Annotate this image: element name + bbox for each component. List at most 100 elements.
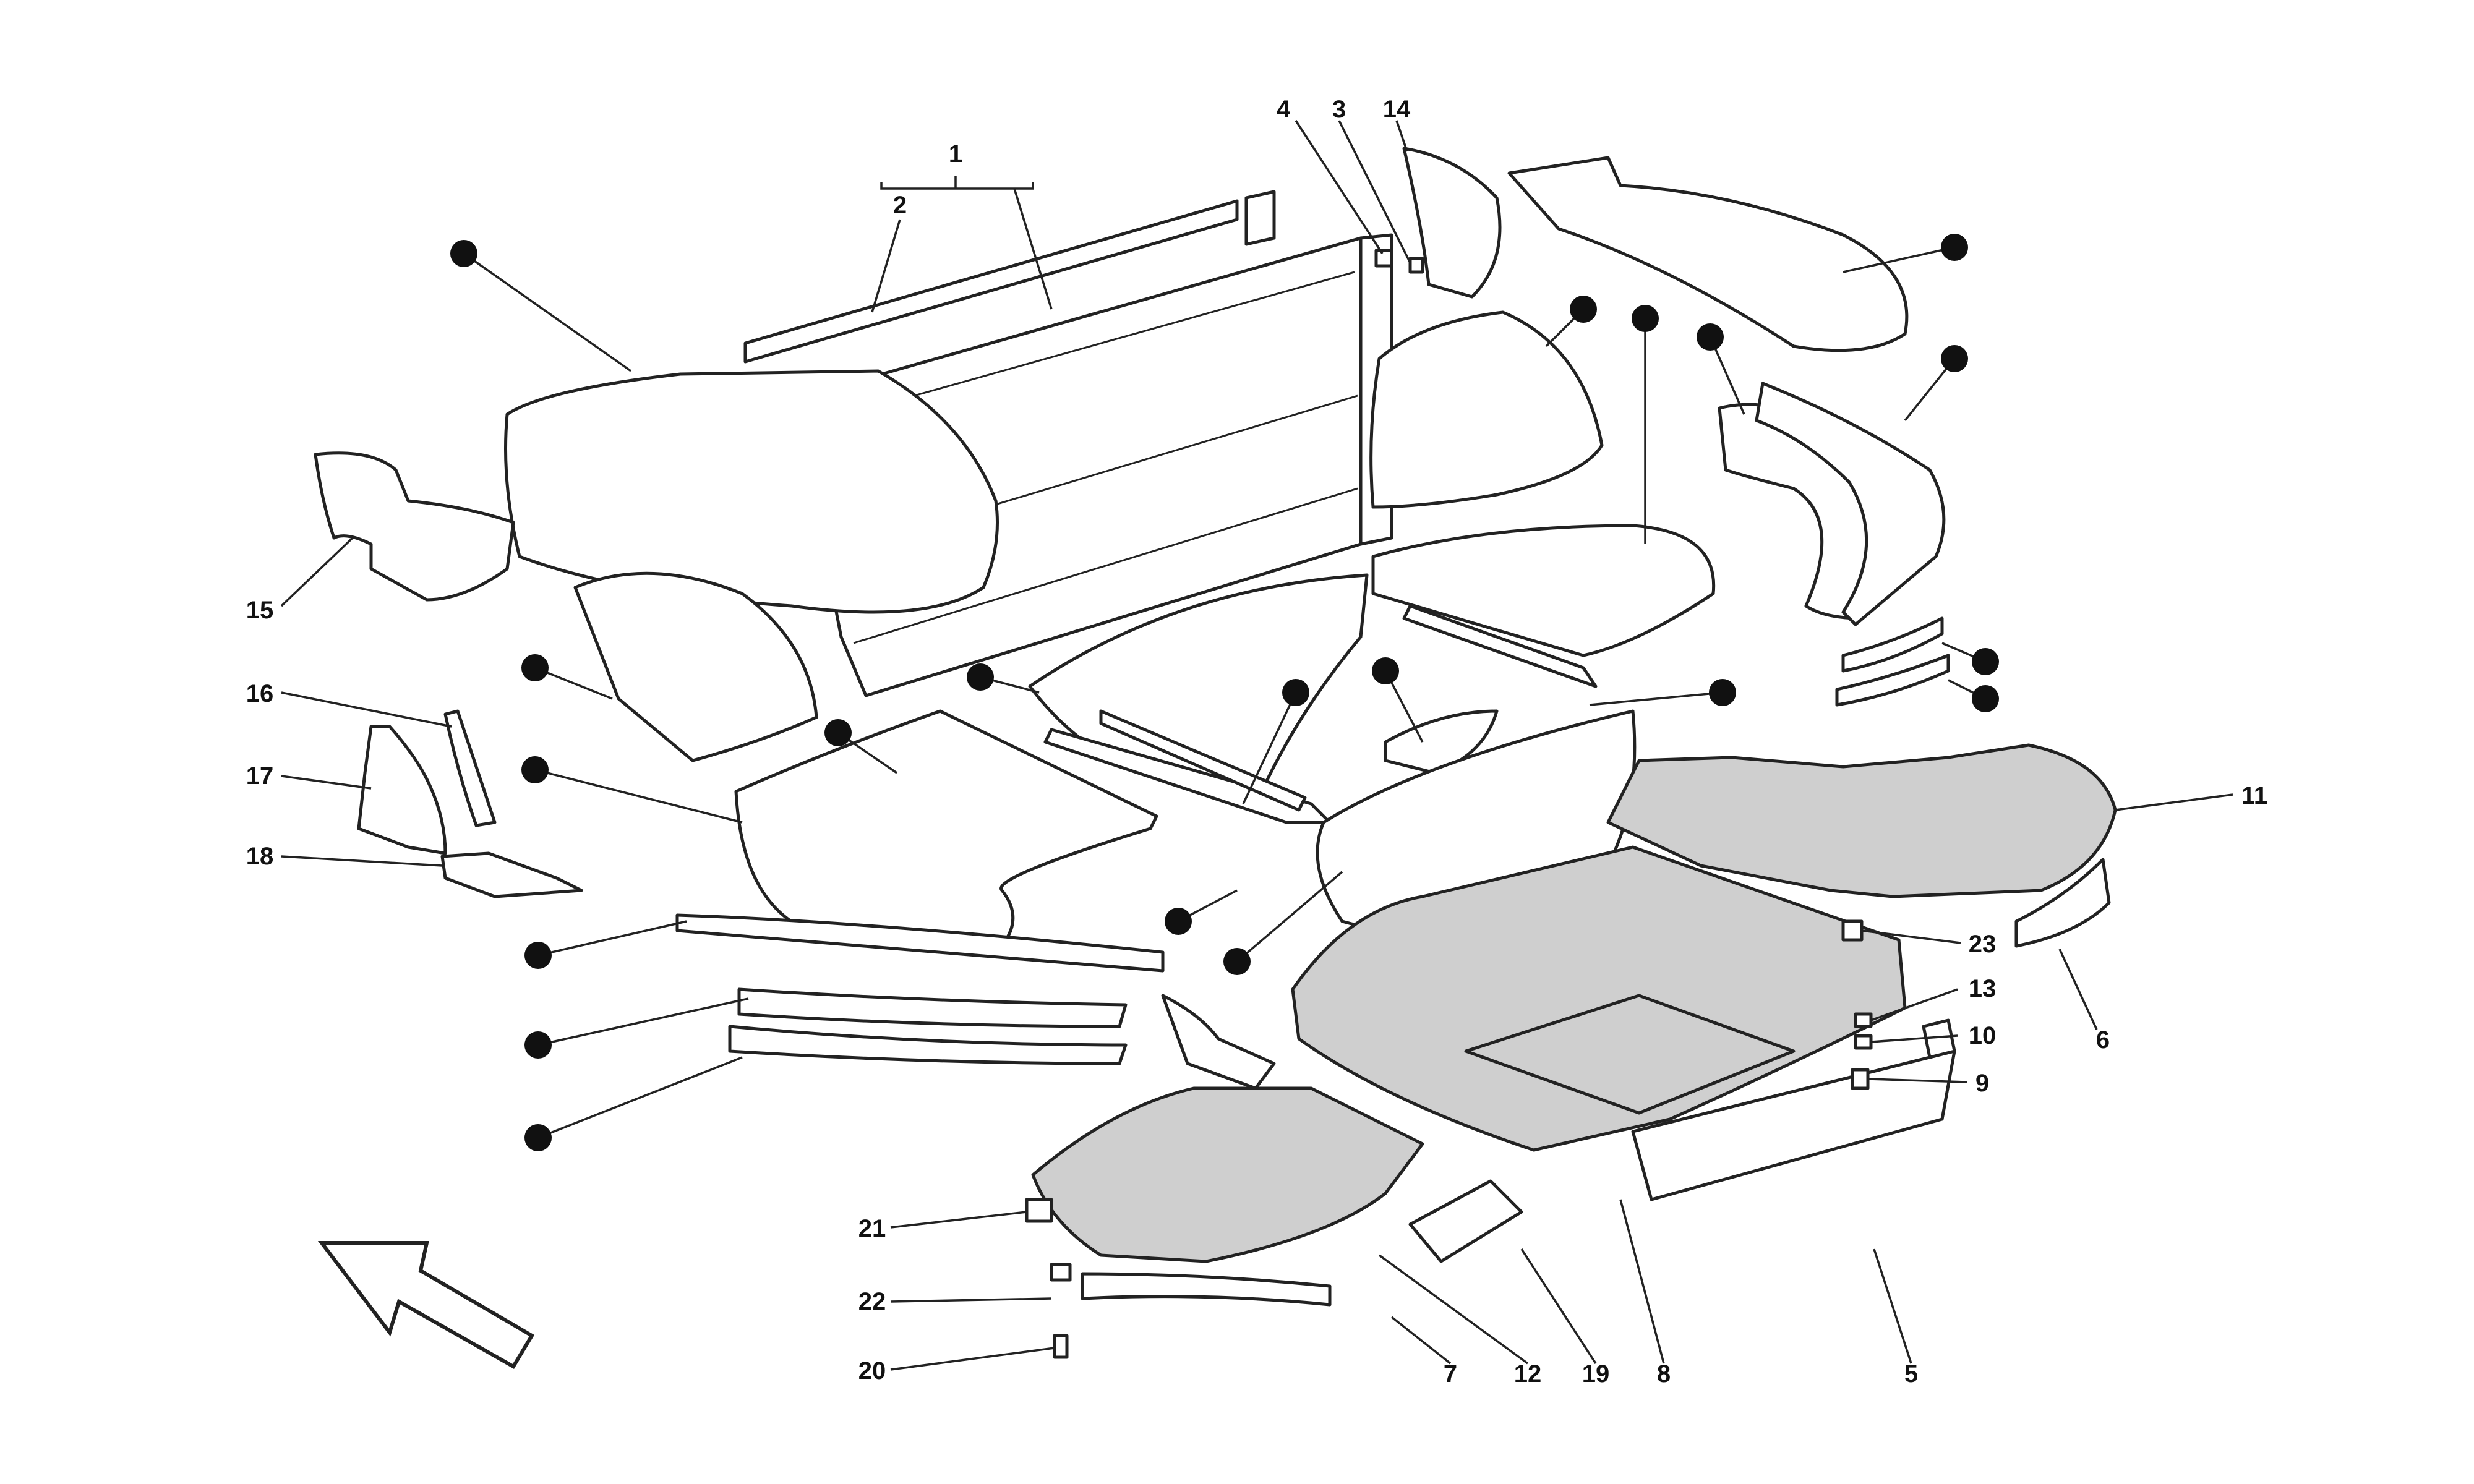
callout-3: 3 (1332, 96, 1346, 123)
rear-panel-5-upright (1922, 1018, 1956, 1059)
callout-13: 13 (1969, 975, 1997, 1002)
seal-bracket (1244, 190, 1276, 246)
bullet-marker (1282, 679, 1309, 706)
parts-group (314, 147, 2117, 1359)
sill-strip-7 (1081, 1272, 1332, 1307)
bullet-markers (450, 234, 1999, 1151)
bullet-marker (967, 663, 994, 691)
callout-14: 14 (1383, 96, 1411, 123)
side-strip-right-a (1841, 616, 1944, 673)
leader-bullet-f (537, 997, 749, 1046)
leader-23 (1861, 929, 1961, 944)
cover-plate-19 (1408, 1179, 1523, 1263)
bullet-marker (1972, 685, 1999, 712)
leader-bullet-e (537, 920, 687, 957)
leader-22 (890, 1297, 1052, 1303)
washer-13 (1854, 1012, 1873, 1028)
leader-bullet-a (463, 252, 632, 372)
leader-bullet-i (1242, 692, 1297, 804)
callout-8: 8 (1657, 1360, 1671, 1388)
bullet-marker (521, 756, 549, 783)
spacer-block-18 (440, 851, 583, 898)
callout-21: 21 (858, 1215, 886, 1242)
bullet-marker (450, 240, 477, 267)
left-floor-carpet-12 (1031, 1086, 1424, 1263)
leader-bullet-q (1843, 246, 1955, 273)
callout-10: 10 (1969, 1022, 1997, 1049)
leader-bullet-p (1709, 336, 1745, 415)
callout-7: 7 (1444, 1360, 1457, 1388)
edge-strip-6 (2014, 858, 2111, 948)
callout-15: 15 (246, 597, 274, 624)
leader-5 (1873, 1248, 1912, 1364)
leader-1 (880, 176, 1053, 310)
upper-left-cushion (504, 369, 999, 614)
bolt-4 (1374, 249, 1393, 268)
leader-bullet-b (534, 667, 613, 700)
leader-bullet-l (1236, 871, 1343, 963)
leader-bullet-g (537, 1056, 743, 1139)
leader-8 (1619, 1199, 1665, 1364)
trunk-floor (1464, 994, 1796, 1115)
left-strip-b (737, 987, 1128, 1028)
bullet-marker (1709, 679, 1736, 706)
bullet-marker (1972, 648, 1999, 675)
callout-labels: 1 2 4 3 14 15 16 17 18 11 23 13 10 9 6 2… (246, 96, 2267, 1388)
side-trim-outer-right (1755, 382, 1946, 626)
bullet-marker (524, 1124, 552, 1151)
leader-6 (2058, 949, 2098, 1030)
corner-trim-14 (1402, 147, 1502, 299)
leader-12 (1378, 1254, 1529, 1365)
center-divider (1099, 709, 1307, 812)
callout-19: 19 (1582, 1360, 1610, 1388)
washer-22 (1050, 1263, 1072, 1282)
leader-2 (871, 219, 901, 313)
direction-arrow-icon (317, 1241, 535, 1370)
callout-22: 22 (858, 1288, 886, 1315)
bullet-marker (1632, 305, 1659, 332)
bolt-9 (1851, 1068, 1870, 1090)
side-bracket-15 (314, 451, 515, 602)
leader-9 (1867, 1078, 1967, 1083)
leader-15 (280, 537, 354, 607)
callout-18: 18 (246, 843, 274, 870)
leader-13 (1870, 988, 1958, 1021)
callout-4: 4 (1277, 96, 1291, 123)
seal-strip (743, 199, 1239, 364)
bullet-marker (1697, 323, 1724, 351)
main-carpet-11 (1606, 743, 2117, 898)
wheelarch-cover-right (1369, 310, 1604, 509)
left-strip-c (728, 1025, 1128, 1065)
bullet-marker (1372, 657, 1399, 684)
leader-19 (1520, 1248, 1597, 1364)
leader-18 (281, 855, 443, 867)
leader-3 (1338, 120, 1411, 263)
washer-10 (1854, 1034, 1873, 1050)
leader-10 (1870, 1034, 1958, 1043)
bolt-3 (1408, 257, 1424, 274)
leader-bullet-m (1589, 691, 1723, 706)
bullet-marker (521, 654, 549, 681)
left-wheelarch-cushion (573, 571, 818, 762)
callout-23: 23 (1969, 931, 1997, 958)
bullet-marker (1570, 296, 1597, 323)
leader-20 (890, 1347, 1055, 1371)
callout-9: 9 (1975, 1070, 1989, 1097)
bullet-marker (1165, 908, 1192, 935)
bullet-marker (1941, 345, 1968, 372)
callout-2: 2 (893, 192, 907, 219)
bullet-marker (524, 942, 552, 969)
leader-bullet-d (534, 769, 743, 824)
callout-20: 20 (858, 1357, 886, 1384)
leader-17 (281, 775, 372, 790)
callout-5: 5 (1904, 1360, 1918, 1388)
callout-16: 16 (246, 680, 274, 707)
bullet-marker (524, 1031, 552, 1059)
trunk-carpet-8 (1291, 845, 1907, 1152)
bullet-marker (1223, 948, 1251, 975)
leader-7 (1390, 1316, 1452, 1365)
bullet-marker (824, 719, 852, 746)
bullet-marker (1941, 234, 1968, 261)
leader-14 (1395, 120, 1408, 152)
